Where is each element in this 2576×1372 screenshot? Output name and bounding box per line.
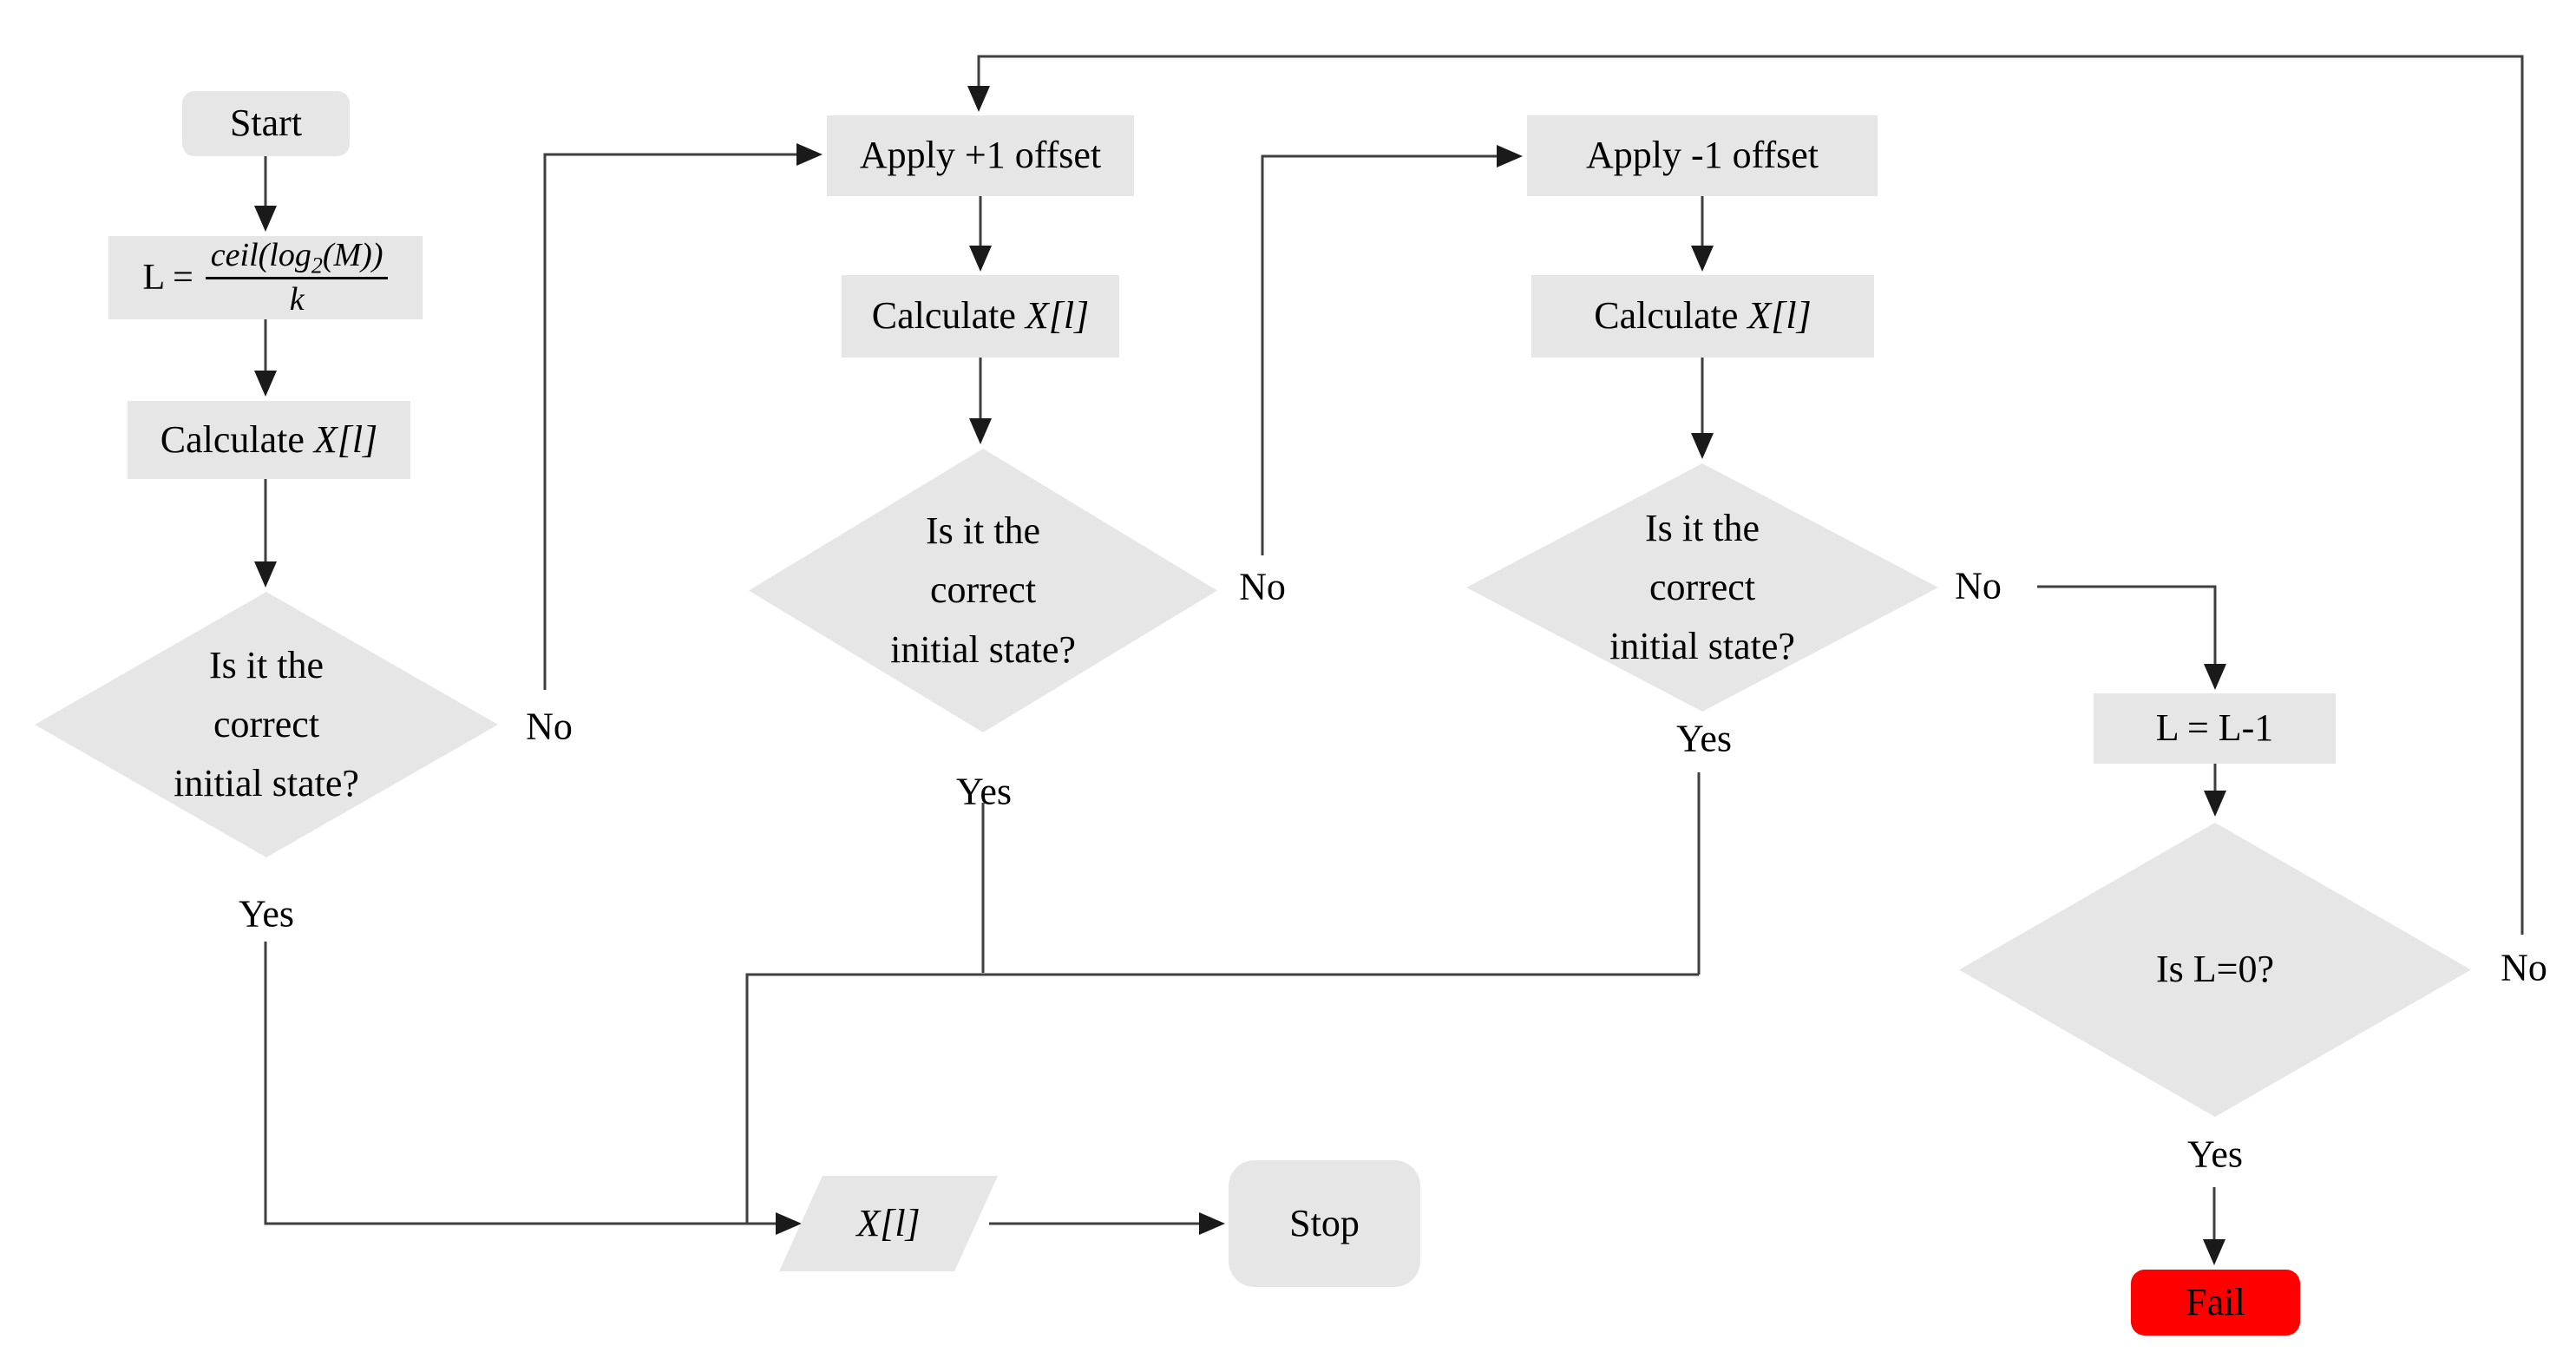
edge-label-yes-2: Yes bbox=[955, 770, 1013, 813]
decision-question: Is it the correct initial state? bbox=[890, 509, 1076, 671]
formula-lhs: L = bbox=[142, 257, 193, 298]
calculate-label: Calculate X[l] bbox=[160, 417, 378, 461]
decision-question: Is L=0? bbox=[2156, 948, 2274, 991]
decision-node-2: Is it the correct initial state? bbox=[749, 449, 1217, 732]
output-node: X[l] bbox=[779, 1176, 998, 1271]
apply-plus-offset-node: Apply +1 offset bbox=[827, 115, 1134, 196]
edge-label-no-2: No bbox=[1239, 565, 1286, 608]
formula-numerator: ceil(log2(M)) bbox=[205, 237, 389, 279]
formula-denominator: k bbox=[289, 280, 305, 318]
output-label: X[l] bbox=[856, 1201, 921, 1244]
apply-plus-offset-label: Apply +1 offset bbox=[859, 134, 1102, 177]
calculate-label: Calculate X[l] bbox=[871, 294, 1090, 338]
fail-node: Fail bbox=[2131, 1270, 2300, 1336]
edge-label-no-1: No bbox=[526, 705, 573, 748]
start-node: Start bbox=[182, 91, 350, 156]
decrement-label: L = L-1 bbox=[2155, 706, 2274, 750]
start-label: Start bbox=[229, 102, 303, 145]
formula-fraction: ceil(log2(M)) k bbox=[205, 237, 389, 318]
apply-minus-offset-label: Apply -1 offset bbox=[1585, 134, 1819, 177]
apply-minus-offset-node: Apply -1 offset bbox=[1527, 115, 1878, 196]
calculate-node-1: Calculate X[l] bbox=[128, 401, 410, 479]
decision-node-4: Is L=0? bbox=[1959, 823, 2471, 1117]
edge-label-no-3: No bbox=[1955, 564, 2002, 607]
decision-node-3: Is it the correct initial state? bbox=[1466, 463, 1938, 712]
stop-label: Stop bbox=[1289, 1201, 1360, 1244]
decision-question: Is it the correct initial state? bbox=[174, 643, 359, 805]
edge-label-no-4: No bbox=[2501, 946, 2547, 989]
fail-label: Fail bbox=[2186, 1280, 2245, 1323]
edge-label-yes-3: Yes bbox=[1675, 717, 1733, 760]
decrement-node: L = L-1 bbox=[2094, 693, 2336, 764]
decision-node-1: Is it the correct initial state? bbox=[35, 592, 498, 857]
formula-node: L = ceil(log2(M)) k bbox=[108, 236, 423, 319]
calculate-node-2: Calculate X[l] bbox=[842, 275, 1119, 358]
edge-label-yes-4: Yes bbox=[2186, 1132, 2244, 1176]
calculate-label: Calculate X[l] bbox=[1594, 294, 1812, 338]
formula-expression: L = ceil(log2(M)) k bbox=[143, 237, 389, 318]
edge-label-yes-1: Yes bbox=[238, 892, 295, 935]
decision-question: Is it the correct initial state? bbox=[1609, 506, 1795, 668]
stop-node: Stop bbox=[1229, 1160, 1420, 1287]
calculate-node-3: Calculate X[l] bbox=[1531, 275, 1874, 358]
